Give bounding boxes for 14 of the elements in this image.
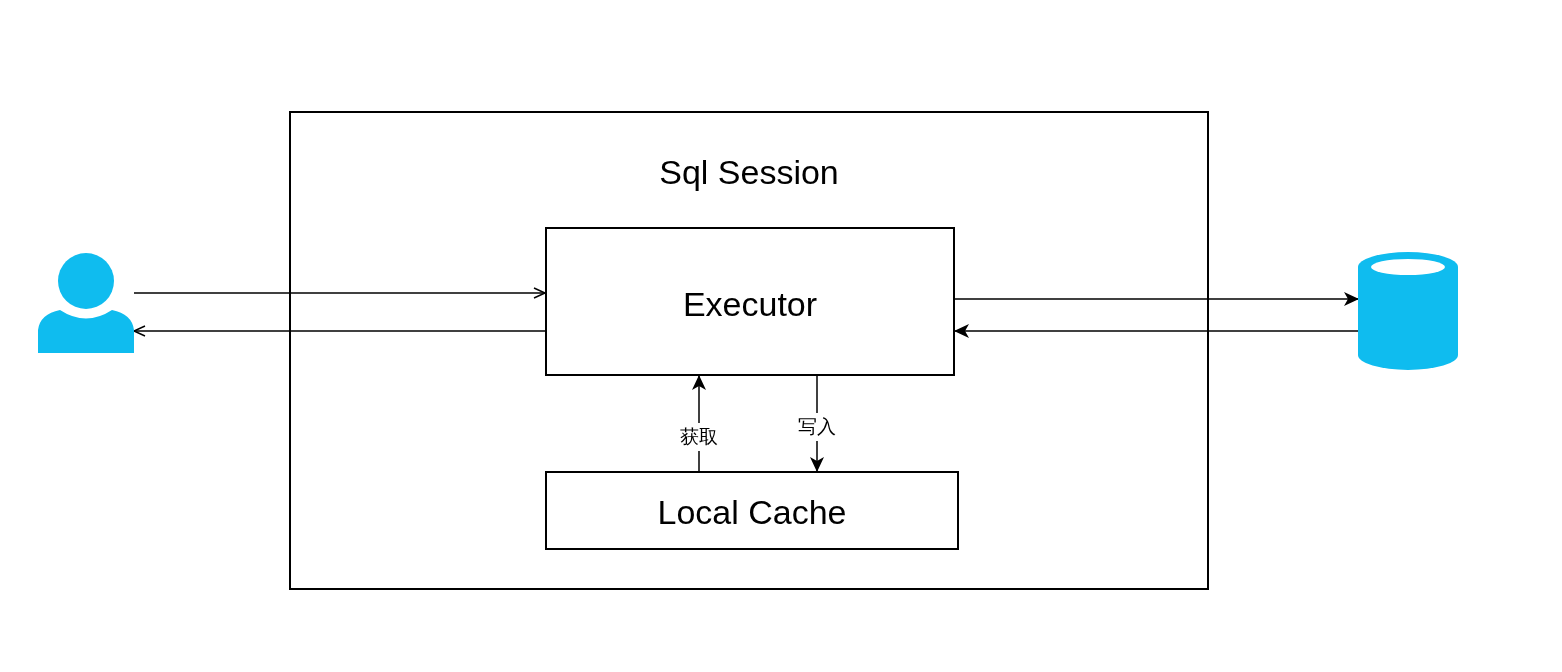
container-box bbox=[289, 111, 1209, 590]
person-icon bbox=[38, 252, 134, 353]
process-box bbox=[545, 227, 955, 376]
arrow bbox=[133, 287, 546, 299]
box-label: Local Cache bbox=[656, 493, 848, 532]
edge-label: 写入 bbox=[796, 413, 838, 441]
edge-label: 获取 bbox=[678, 423, 720, 451]
process-box bbox=[545, 471, 959, 550]
container-title: Sql Session bbox=[658, 153, 840, 192]
arrow bbox=[954, 324, 1359, 338]
arrow bbox=[954, 292, 1359, 306]
database-icon bbox=[1358, 252, 1458, 370]
box-label: Executor bbox=[681, 285, 819, 324]
arrow bbox=[133, 325, 546, 337]
